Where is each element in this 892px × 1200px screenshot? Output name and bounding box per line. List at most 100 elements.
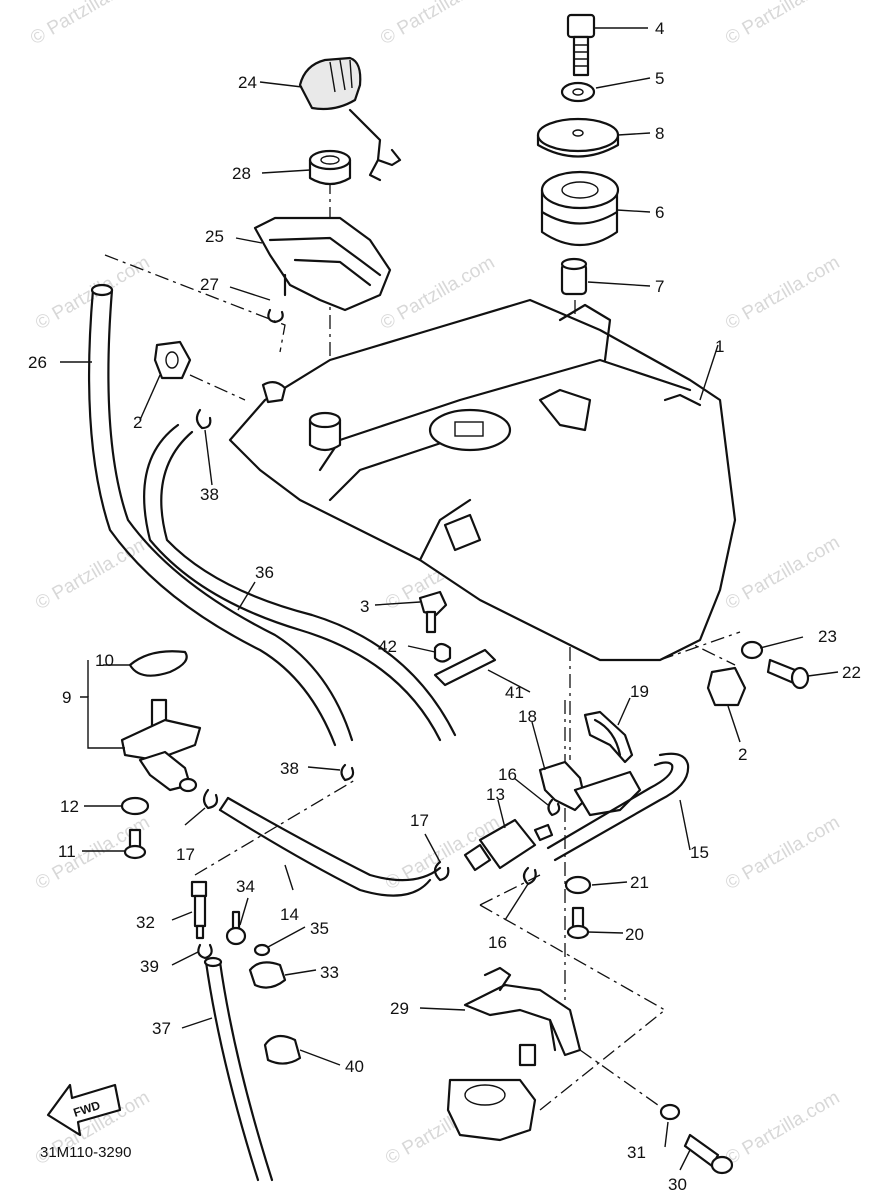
part-plate <box>536 117 620 158</box>
callout-2: 2 <box>738 745 747 764</box>
callout-34: 34 <box>236 877 255 896</box>
callout-18: 18 <box>518 707 537 726</box>
part-fuel-cap <box>298 56 402 182</box>
part-clip <box>267 308 284 324</box>
part-washer <box>253 943 271 957</box>
watermark: © Partzilla.com <box>377 0 498 49</box>
part-bolt <box>683 1133 734 1175</box>
part-nut <box>706 666 747 707</box>
part-washer <box>740 640 764 660</box>
callout-labels: 1 2 2 3 4 5 6 7 8 9 10 11 12 13 14 15 16… <box>28 19 861 1194</box>
callout-38: 38 <box>280 759 299 778</box>
watermark: © Partzilla.com <box>722 252 843 334</box>
callout-41: 41 <box>505 683 524 702</box>
part-collar <box>659 1103 681 1121</box>
callout-23: 23 <box>818 627 837 646</box>
callout-21: 21 <box>630 873 649 892</box>
part-nut <box>153 340 192 380</box>
watermark: © Partzilla.com <box>722 1087 843 1169</box>
callout-2: 2 <box>133 413 142 432</box>
part-collar <box>560 257 588 296</box>
forward-arrow-icon: FWD <box>46 1083 122 1137</box>
callout-17: 17 <box>176 845 195 864</box>
watermark: © Partzilla.com <box>27 0 148 49</box>
part-joint <box>190 880 208 940</box>
part-clamp <box>248 961 287 989</box>
callout-17: 17 <box>410 811 429 830</box>
part-fuel-cock <box>120 698 202 793</box>
part-bracket <box>538 760 642 817</box>
watermark: © Partzilla.com <box>722 0 843 49</box>
part-damper <box>540 170 620 247</box>
part-bolt <box>566 13 596 77</box>
part-washer <box>560 81 596 103</box>
callout-33: 33 <box>320 963 339 982</box>
callout-29: 29 <box>390 999 409 1018</box>
callout-16: 16 <box>488 933 507 952</box>
part-hose <box>218 796 442 897</box>
part-nut <box>564 875 592 895</box>
part-band <box>433 648 497 687</box>
callout-24: 24 <box>238 73 257 92</box>
callout-16: 16 <box>498 765 517 784</box>
part-hose <box>87 283 354 747</box>
callout-7: 7 <box>655 277 664 296</box>
part-screw <box>123 828 147 860</box>
callout-15: 15 <box>690 843 709 862</box>
part-hose <box>546 752 690 862</box>
callout-28: 28 <box>232 164 251 183</box>
callout-25: 25 <box>205 227 224 246</box>
callout-26: 26 <box>28 353 47 372</box>
part-screw <box>566 906 590 940</box>
callout-19: 19 <box>630 682 649 701</box>
part-hose <box>203 956 274 1182</box>
fuel-tank <box>228 298 737 662</box>
callout-8: 8 <box>655 124 664 143</box>
callout-39: 39 <box>140 957 159 976</box>
callout-12: 12 <box>60 797 79 816</box>
callout-31: 31 <box>627 1143 646 1162</box>
part-clamp <box>263 1034 302 1065</box>
part-clip <box>195 408 212 430</box>
part-clamp <box>433 642 452 663</box>
part-clip <box>340 763 355 782</box>
callout-42: 42 <box>378 637 397 656</box>
part-bracket <box>253 216 392 312</box>
watermark: © Partzilla.com <box>722 812 843 894</box>
part-fuel-pump-bracket <box>463 966 582 1057</box>
watermark: © Partzilla.com <box>32 532 153 614</box>
diagram-code: 31M110-3290 <box>40 1144 131 1161</box>
part-clip <box>197 943 213 960</box>
part-fuel-filter <box>463 818 554 872</box>
callout-1: 1 <box>715 337 724 356</box>
callout-20: 20 <box>625 925 644 944</box>
callout-5: 5 <box>655 69 664 88</box>
callout-11: 11 <box>58 842 76 861</box>
callout-14: 14 <box>280 905 299 924</box>
part-bolt <box>766 658 810 690</box>
part-holder <box>583 710 634 764</box>
callout-9: 9 <box>62 688 71 707</box>
part-clip <box>202 788 450 882</box>
part-grommet <box>308 149 352 186</box>
callout-32: 32 <box>136 913 155 932</box>
watermark: © Partzilla.com <box>722 532 843 614</box>
callout-13: 13 <box>486 785 505 804</box>
callout-3: 3 <box>360 597 369 616</box>
callout-37: 37 <box>152 1019 171 1038</box>
callout-27: 27 <box>200 275 219 294</box>
part-washer <box>120 796 150 816</box>
part-gasket <box>128 650 188 677</box>
leader-lines <box>60 27 839 1171</box>
callout-4: 4 <box>655 19 664 38</box>
part-vent-valve <box>418 590 448 634</box>
part-fuel-pump <box>446 1043 537 1142</box>
part-hose <box>143 423 457 742</box>
callout-22: 22 <box>842 663 861 682</box>
callout-38: 38 <box>200 485 219 504</box>
callout-10: 10 <box>95 651 114 670</box>
part-screw <box>225 910 247 946</box>
callout-36: 36 <box>255 563 274 582</box>
callout-6: 6 <box>655 203 664 222</box>
